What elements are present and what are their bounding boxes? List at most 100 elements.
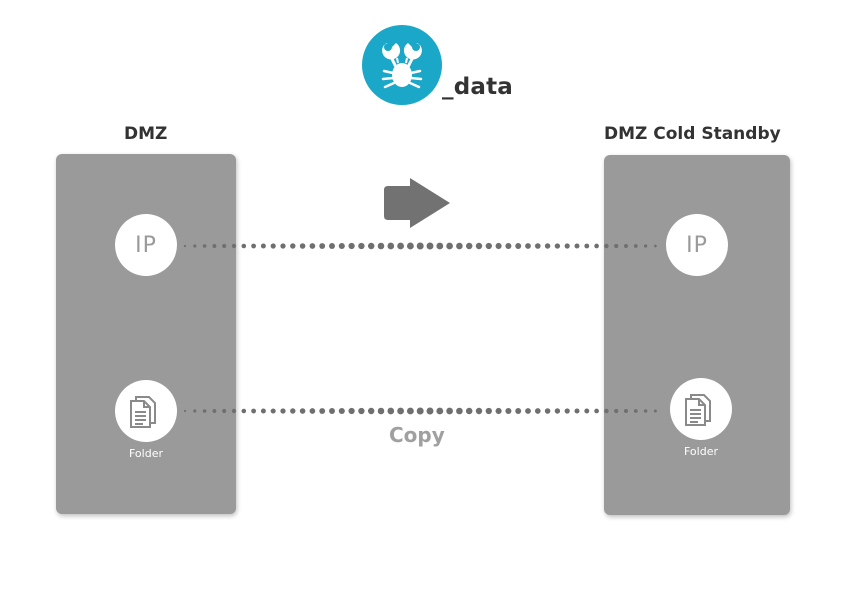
connector-dot: [280, 243, 286, 249]
connector-dot: [222, 243, 227, 249]
connector-dot: [416, 242, 424, 250]
connector-dot: [584, 243, 590, 249]
connector-dot: [348, 407, 355, 415]
connector-dot: [495, 407, 502, 415]
connector-dot: [416, 407, 424, 415]
connector-dot: [456, 242, 463, 250]
logo-text: _data: [442, 74, 513, 100]
folder-label: Folder: [684, 445, 718, 458]
connector-dot: [319, 243, 326, 249]
connector-dot: [309, 243, 316, 249]
connector-dot: [212, 409, 217, 413]
zone-title-dmz-cold-standby: DMZ Cold Standby: [604, 124, 781, 144]
connector-dot: [485, 242, 492, 250]
ip-label: IP: [135, 232, 157, 258]
documents-icon: [685, 394, 711, 426]
connector-dot: [387, 407, 395, 415]
connector-dot: [338, 407, 345, 415]
connector-dot: [633, 244, 638, 248]
connector-dot: [544, 408, 551, 414]
connector-dot: [260, 408, 266, 414]
connector-dot: [624, 244, 628, 248]
connector-dot: [564, 243, 570, 249]
connector-dot: [251, 408, 256, 414]
connector-dot: [290, 243, 296, 249]
connector-dot: [338, 242, 345, 250]
connector-dot: [643, 409, 648, 413]
connector-dot: [426, 407, 434, 415]
connector-dot: [525, 243, 531, 249]
connector-dot: [436, 407, 444, 415]
connector-dot: [367, 407, 375, 415]
connector-dot: [534, 408, 541, 414]
connector-dot: [183, 409, 187, 413]
connector-dot: [643, 244, 648, 248]
connector-dot: [436, 242, 444, 250]
connector-dot: [574, 243, 580, 249]
connector-dot: [309, 408, 316, 414]
connector-dot: [397, 407, 404, 415]
documents-icon: [130, 396, 156, 428]
connector-dot: [406, 242, 414, 250]
connector-dot: [633, 409, 638, 413]
connector-dot: [614, 243, 619, 249]
connector-dot: [387, 242, 395, 250]
standby-folder-node: [670, 378, 732, 440]
connector-dot: [515, 243, 522, 249]
connector-dot: [348, 242, 355, 250]
connector-dot: [270, 408, 276, 414]
connector-dot: [574, 408, 580, 414]
logo-badge: [362, 25, 442, 105]
dmz-folder-node: [115, 380, 177, 442]
connector-dot: [525, 408, 531, 414]
connector-dot: [367, 242, 375, 250]
connector-dot: [270, 243, 276, 249]
connector-dot: [358, 242, 365, 250]
connector-dot: [465, 407, 473, 415]
connector-dot: [534, 243, 541, 249]
connector-dot: [299, 408, 306, 414]
connector-dot: [241, 408, 247, 414]
connector-dot: [280, 408, 286, 414]
connector-dot: [564, 408, 570, 414]
connector-dot: [554, 408, 561, 414]
connector-dot: [397, 242, 404, 250]
connector-dot: [544, 243, 551, 249]
connector-dot: [515, 408, 522, 414]
folder-label: Folder: [129, 447, 163, 460]
connector-dot: [604, 408, 609, 414]
connector-dot: [202, 244, 207, 248]
connector-dot: [505, 242, 512, 250]
connector-dot: [584, 408, 590, 414]
connector-dot: [495, 242, 502, 250]
connector-dot: [222, 408, 227, 414]
connector-dot: [231, 408, 237, 414]
connector-dot: [251, 243, 256, 249]
standby-ip-node: IP: [666, 214, 728, 276]
connector-dot: [377, 242, 385, 250]
connector-dot: [358, 407, 365, 415]
dmz-ip-node: IP: [115, 214, 177, 276]
ip-label: IP: [686, 232, 708, 258]
copy-label: Copy: [389, 423, 445, 447]
connector-dot: [623, 408, 629, 414]
connector-dot: [505, 407, 512, 415]
connector-dot: [319, 408, 326, 414]
connector-dot: [475, 242, 483, 250]
connector-dot: [193, 409, 197, 413]
connector-dot: [594, 408, 599, 414]
connector-dot: [604, 243, 609, 249]
connector-dot: [614, 408, 619, 414]
connector-dot: [329, 408, 335, 414]
connector-dot: [475, 407, 483, 415]
connector-dot: [594, 243, 599, 249]
connector-dot: [446, 242, 453, 250]
connector-dot: [231, 243, 237, 249]
connector-dot: [654, 244, 657, 248]
connector-dot: [202, 409, 207, 413]
zone-title-dmz: DMZ: [124, 124, 168, 144]
ip-sync-connector: [183, 242, 657, 250]
connector-dot: [446, 407, 453, 415]
connector-dot: [241, 243, 247, 249]
